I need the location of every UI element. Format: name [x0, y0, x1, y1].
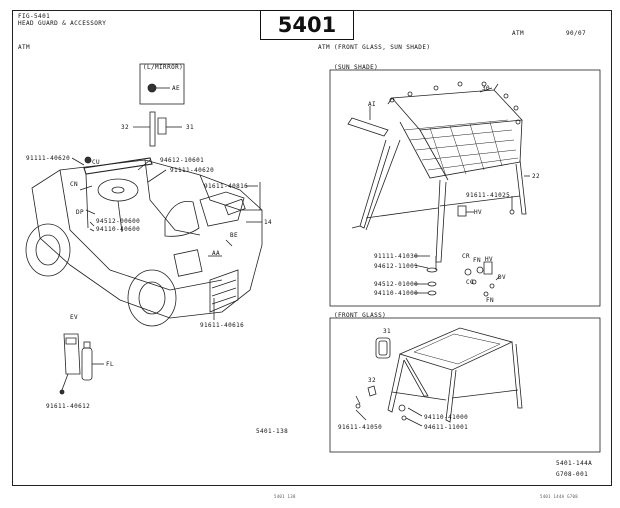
- callout-ae: AE: [172, 85, 181, 92]
- callout-fn-b: FN: [486, 297, 495, 304]
- mirror-icon: [147, 83, 157, 93]
- callout-part-94110-41000: 94110-41000: [374, 290, 419, 297]
- mirror-31: [157, 117, 167, 135]
- callout-be: BE: [230, 232, 239, 239]
- sun-shade-box: [329, 69, 601, 307]
- header-date: 90/07: [566, 30, 587, 37]
- bottom-left-ref: 5401 138: [274, 494, 296, 499]
- callout-22: 22: [532, 173, 541, 180]
- callout-hv: HV: [474, 209, 483, 216]
- callout-part-94512-00600: 94512-00600: [96, 218, 141, 225]
- left-drawing-ref: 5401-138: [256, 428, 289, 435]
- callout-part-91111-40620-b: 91111-40620: [170, 167, 215, 174]
- callout-dp: DP: [76, 209, 85, 216]
- callout-hv-b: HV: [485, 256, 494, 263]
- callout-aa: AA: [212, 250, 221, 257]
- sun-shade-frame-drawing: [347, 81, 530, 263]
- callout-part-91111-40620-a: 91111-40620: [26, 155, 71, 162]
- front-glass-frame-drawing: [355, 327, 523, 427]
- sun-shade-label: (SUN SHADE): [334, 64, 379, 71]
- callout-part-94512-01000: 94512-01000: [374, 281, 419, 288]
- fastener-drawing: [413, 255, 501, 297]
- callout-part-91611-40612: 91611-40612: [46, 403, 91, 410]
- callout-dv: DV: [498, 274, 507, 281]
- callout-fl: FL: [106, 361, 115, 368]
- callout-cn: CN: [70, 181, 79, 188]
- ev-fl-drawing: [59, 333, 104, 395]
- callout-part-91611-41025: 91611-41025: [466, 192, 511, 199]
- mirror-box-label: (L/MIRROR): [143, 64, 184, 71]
- callout-31: 31: [186, 124, 195, 131]
- callout-14: 14: [264, 219, 273, 226]
- callout-31-glass: 31: [383, 328, 392, 335]
- bottom-right-ref: 5401 144A G708: [540, 494, 578, 499]
- bracket-32: [149, 111, 156, 147]
- footer-code: G708-001: [556, 471, 589, 478]
- callout-32: 32: [121, 124, 130, 131]
- callout-part-91111-41030: 91111-41030: [374, 253, 419, 260]
- front-glass-box: [329, 317, 601, 453]
- right-model-label: ATM (FRONT GLASS, SUN SHADE): [318, 44, 431, 51]
- page-title: HEAD GUARD & ACCESSORY: [18, 20, 107, 27]
- right-drawing-ref: 5401-144A: [556, 460, 593, 467]
- front-glass-label: (FRONT GLASS): [334, 312, 387, 319]
- figure-number: 5401: [260, 10, 354, 40]
- mirror-box: [139, 63, 185, 105]
- tractor-drawing: [25, 156, 263, 327]
- callout-fn-a: FN: [473, 257, 482, 264]
- callout-part-94611-11001: 94611-11001: [424, 424, 469, 431]
- callout-part-91611-41050: 91611-41050: [338, 424, 383, 431]
- header-model-code: ATM: [512, 30, 525, 37]
- callout-part-94110-41000-glass: 94110-41000: [424, 414, 469, 421]
- callout-32-glass: 32: [368, 377, 377, 384]
- callout-30: 30: [482, 85, 491, 92]
- callout-ai: AI: [368, 101, 377, 108]
- left-model-label: ATM: [18, 44, 31, 51]
- callout-cr: CR: [462, 253, 471, 260]
- callout-part-94612-10601: 94612-10601: [160, 157, 205, 164]
- callout-cg: CG: [466, 279, 475, 286]
- fig-reference: FIG-5401: [18, 13, 51, 20]
- callout-part-94110-40600: 94110-40600: [96, 226, 141, 233]
- callout-part-91611-40616: 91611-40616: [200, 322, 245, 329]
- callout-ev: EV: [70, 314, 79, 321]
- callout-part-91611-40816: 91611-40816: [204, 183, 249, 190]
- callout-part-94612-11001: 94612-11001: [374, 263, 419, 270]
- callout-cu: CU: [92, 159, 101, 166]
